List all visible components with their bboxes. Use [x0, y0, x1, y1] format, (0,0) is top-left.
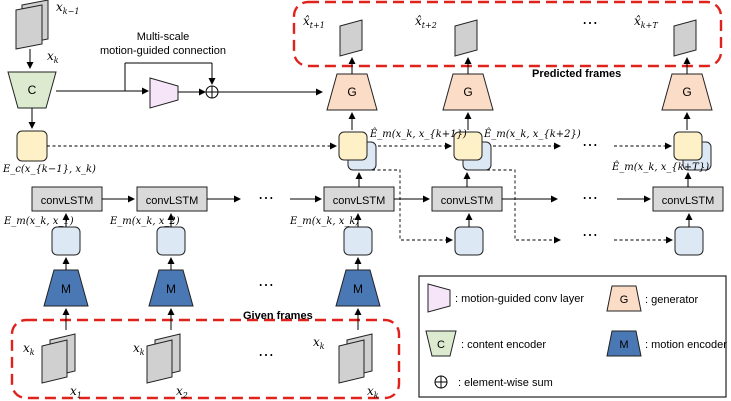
- generator-2-letter: G: [463, 85, 472, 99]
- legend-motion-icon: [606, 330, 642, 357]
- ellipsis-latent: ⋯: [582, 137, 598, 154]
- legend-generator-icon: [606, 285, 642, 312]
- motion-latent-2: [156, 226, 186, 256]
- ellipsis-given: ⋯: [258, 347, 274, 364]
- em1-label: E_m(x_k, x_1): [3, 216, 74, 227]
- legend-motion-conv-label: : motion-guided conv layer: [455, 293, 584, 305]
- legend-content-icon: [425, 330, 457, 357]
- emk-label: E_m(x_k, x_k): [289, 216, 359, 227]
- given-frames-box: [10, 318, 401, 400]
- generator-2: [442, 73, 494, 111]
- svg-text:C: C: [437, 339, 445, 351]
- generator-T: [661, 73, 713, 111]
- given-pair-2: [146, 333, 181, 384]
- latent-pair-2: [453, 131, 492, 171]
- emhatT-label: Ê_m(x_k, x_{k+T}): [611, 161, 709, 173]
- multiscale-line2: motion-guided connection: [100, 45, 226, 57]
- convlstm-T-label: convLSTM: [662, 195, 715, 207]
- xhat-t1-label: x̂t+1: [303, 14, 325, 30]
- motion-latent-T: [674, 226, 704, 256]
- latent-pair-1: [338, 131, 377, 171]
- emhat2-label: Ê_m(x_k, x_{k+2}): [483, 128, 581, 140]
- generator-1-letter: G: [347, 85, 356, 99]
- motion-encoder-2: [148, 269, 194, 307]
- legend-motion-conv-icon: [427, 283, 451, 313]
- ellipsis-lstm-1: ⋯: [258, 190, 274, 207]
- convlstm-k-label: convLSTM: [333, 195, 386, 207]
- convlstm-k1-label: convLSTM: [441, 195, 494, 207]
- ellipsis-feedback: ⋯: [582, 227, 598, 244]
- predicted-frame-2: [454, 19, 478, 57]
- em2-label: E_m(x_k, x_2): [109, 216, 180, 227]
- given-xk-k: xk: [313, 335, 325, 351]
- motion-latent-1: [51, 226, 81, 256]
- multiscale-line1: Multi-scale: [137, 31, 190, 43]
- ellipsis-encoders: ⋯: [258, 277, 274, 294]
- xhat-t2-label: x̂t+2: [415, 14, 437, 30]
- ellipsis-lstm-2: ⋯: [582, 190, 598, 207]
- motion-encoder-1-letter: M: [61, 282, 71, 296]
- element-wise-sum: [205, 85, 219, 99]
- legend-sum-icon: [434, 375, 448, 389]
- legend-sum-label: : element-wise sum: [458, 377, 553, 389]
- content-encoder: [7, 71, 57, 109]
- generator-T-letter: G: [682, 85, 691, 99]
- label-xkm1: xk−1: [56, 0, 79, 16]
- convlstm-2-label: convLSTM: [146, 195, 199, 207]
- legend-generator-label: : generator: [645, 294, 699, 306]
- motion-latent-k1: [454, 226, 484, 256]
- given-pair-1: [41, 333, 76, 384]
- motion-latent-k: [343, 226, 373, 256]
- given-frames-label: Given frames: [243, 310, 313, 322]
- motion-encoder-1: [43, 269, 89, 307]
- svg-text:M: M: [619, 339, 628, 351]
- emhat1-label: Ê_m(x_k, x_{k+1}): [369, 128, 467, 140]
- convlstm-1-label: convLSTM: [41, 195, 94, 207]
- predicted-frames-label: Predicted frames: [532, 68, 621, 80]
- legend-content-label: : content encoder: [461, 339, 546, 351]
- motion-encoder-k: [335, 269, 381, 307]
- given-x1: x1: [70, 384, 82, 400]
- ellipsis-predicted: ⋯: [582, 15, 598, 32]
- latent-pair-T: [673, 131, 712, 171]
- generator-1: [326, 73, 378, 111]
- motion-encoder-2-letter: M: [166, 282, 176, 296]
- convlstm-T: [652, 186, 724, 212]
- given-pair-k: [338, 333, 373, 384]
- legend-box: [418, 275, 727, 398]
- given-x2: x2: [176, 384, 188, 400]
- content-latent: [16, 130, 48, 162]
- given-xk-2: xk: [133, 341, 145, 357]
- motion-conv-layer: [149, 77, 179, 109]
- legend-motion-label: : motion encoder: [645, 339, 727, 351]
- xhat-kT-label: x̂k+T: [634, 14, 658, 30]
- convlstm-k: [323, 186, 395, 212]
- motion-encoder-k-letter: M: [353, 282, 363, 296]
- ec-label: E_c(x_{k−1}, x_k): [2, 164, 96, 175]
- given-xk-1: xk: [23, 341, 35, 357]
- svg-text:G: G: [620, 294, 629, 306]
- predicted-frame-T: [673, 19, 697, 57]
- content-encoder-letter: C: [28, 83, 37, 97]
- convlstm-2: [136, 186, 208, 212]
- given-xk-bottom: xk: [367, 384, 379, 400]
- predicted-frame-1: [339, 19, 363, 57]
- input-frame-xk-1: [15, 0, 49, 50]
- label-xk-top: xk: [47, 49, 59, 65]
